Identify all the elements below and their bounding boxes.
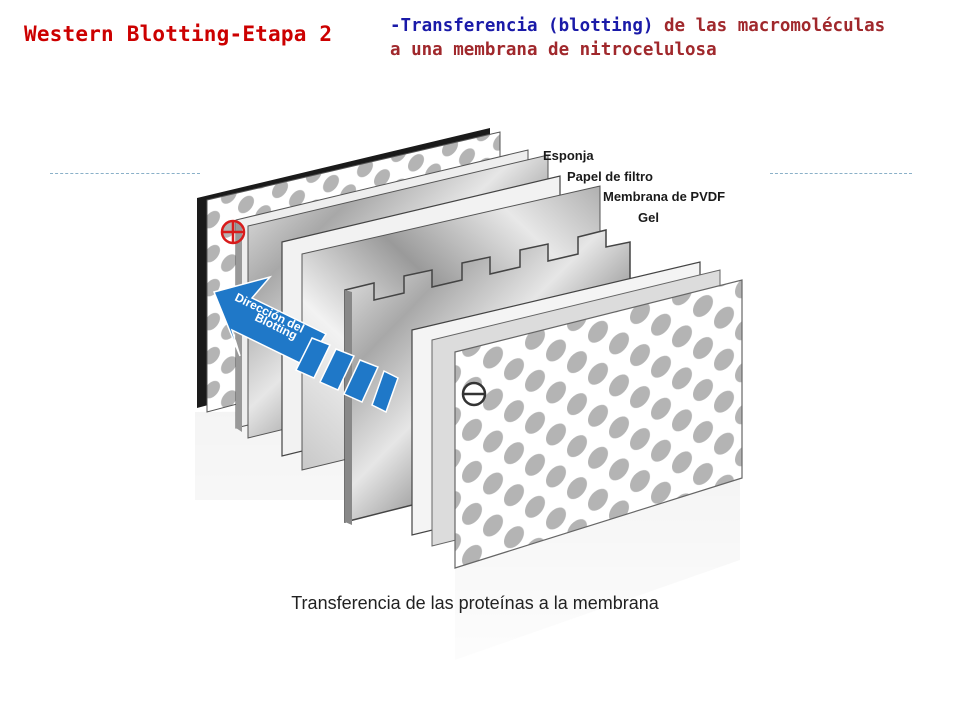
layer-label-esponja: Esponja: [543, 148, 594, 163]
subtitle-dash: -: [390, 16, 401, 36]
layer-sponge-front: [431, 269, 743, 569]
subtitle-line-1: -Transferencia (blotting) de las macromo…: [390, 14, 955, 38]
layer-label-gel: Gel: [638, 210, 659, 225]
subtitle-rest: de las macromoléculas: [653, 16, 886, 36]
layer-label-papel-filtro: Papel de filtro: [567, 169, 653, 184]
slide-title: Western Blotting-Etapa 2: [24, 22, 333, 46]
subtitle-line-2: a una membrana de nitrocelulosa: [390, 40, 717, 60]
divider-line-right: [770, 173, 912, 174]
subtitle-highlight: Transferencia (blotting): [400, 16, 654, 36]
layer-label-membrana-pvdf: Membrana de PVDF: [603, 189, 725, 204]
negative-electrode-icon: [461, 381, 487, 407]
positive-electrode-icon: [220, 219, 246, 245]
divider-line-left: [50, 173, 200, 174]
diagram-caption: Transferencia de las proteínas a la memb…: [291, 593, 659, 613]
slide-subtitle: -Transferencia (blotting) de las macromo…: [390, 14, 955, 62]
